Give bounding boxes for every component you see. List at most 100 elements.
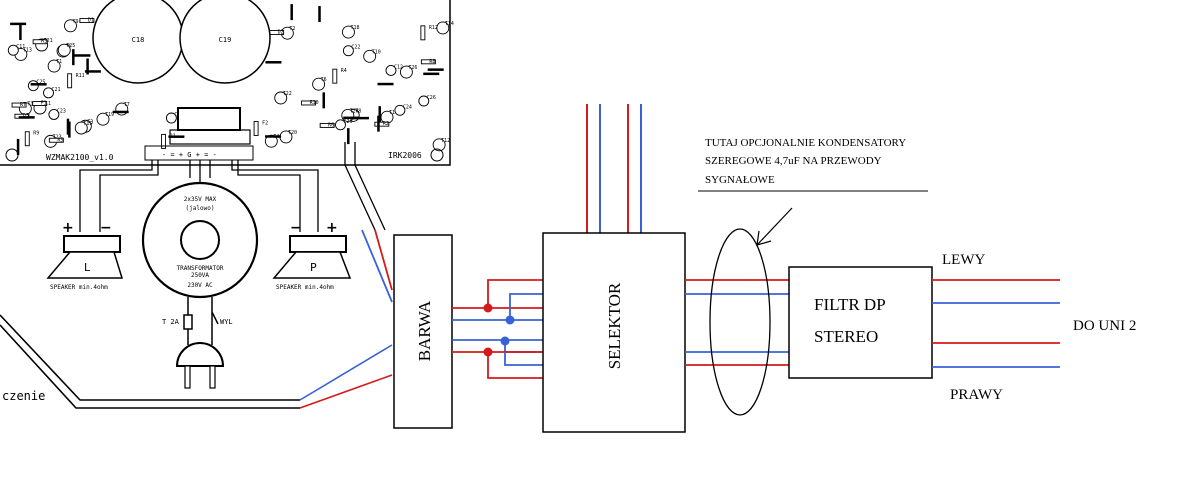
pcb-component-label: T21 xyxy=(44,38,53,44)
selektor-filtr-wires xyxy=(685,279,789,366)
pcb-component-t10 xyxy=(363,49,377,63)
pcb-component-f2 xyxy=(253,121,259,136)
amplifier-pcb: T1T2T3T4T5T6T7T8T9T10T11T12T13T14T15T16T… xyxy=(0,0,454,166)
pcb-component-label: C24 xyxy=(403,104,412,110)
pcb-component-label: T12 xyxy=(441,138,450,144)
pcb-component-label: T9 xyxy=(72,19,78,25)
pcb-component-t19 xyxy=(96,112,110,126)
pcb-component-t22 xyxy=(274,91,288,105)
pcb-component-c21 xyxy=(43,87,54,99)
barwa-block: BARWA xyxy=(393,234,453,429)
pcb-component-t1 xyxy=(47,59,61,73)
fuse-label: T 2A xyxy=(162,318,180,326)
pcb-component-label: T14 xyxy=(445,21,454,27)
pcb-component-t12 xyxy=(432,138,446,152)
pcb-component-label: T8 xyxy=(355,108,361,114)
capacitor-c19 xyxy=(179,0,271,84)
pcb-component-label: T10 xyxy=(372,49,381,55)
pcb-trace xyxy=(84,70,101,73)
pcb-component-r3 xyxy=(32,39,48,45)
speaker-left-plus: + xyxy=(62,220,74,236)
mains-plug-icon xyxy=(175,342,225,389)
selektor-label: SELEKTOR xyxy=(605,282,624,369)
filtr-label-line2: STEREO xyxy=(814,327,878,346)
speaker-right-label: P xyxy=(310,261,317,274)
pcb-component-t6 xyxy=(312,77,326,91)
pcb-component-label: T15 xyxy=(83,121,92,127)
pcb-trace xyxy=(378,106,381,123)
selektor-inputs xyxy=(586,104,642,233)
pcb-trace xyxy=(423,72,440,76)
speaker-right-minus: − xyxy=(290,220,302,236)
pcb-trace xyxy=(19,24,22,41)
transformer-voltage: 2x35V MAX xyxy=(184,196,217,203)
svg-text:C19: C19 xyxy=(219,36,232,44)
pcb-component-label: C23 xyxy=(57,108,66,114)
pcb-trace xyxy=(112,110,129,114)
pcb-component-label: C21 xyxy=(51,87,60,93)
pcb-chip-label: IRK2006 xyxy=(388,151,422,160)
pcb-component-c24 xyxy=(394,104,406,116)
pcb-component-label: T23 xyxy=(53,134,62,140)
pcb-component-label: C11 xyxy=(16,44,25,50)
pcb-component-label: R11 xyxy=(76,73,85,79)
output-wires xyxy=(932,279,1060,368)
pcb-trace xyxy=(68,121,71,138)
heatsink xyxy=(177,107,241,131)
pcb-component-t15 xyxy=(74,121,88,135)
transformer-idle: (jalowo) xyxy=(186,205,215,212)
pcb-trace xyxy=(347,128,350,145)
pcb-component-c13 xyxy=(165,112,177,124)
note-line-3: SYGNAŁOWE xyxy=(705,174,775,186)
pcb-component-label: R12 xyxy=(429,25,438,31)
pcb-component-label: C25 xyxy=(36,80,45,86)
pcb-component-label: D2 xyxy=(278,30,284,36)
pcb-wires xyxy=(79,142,386,232)
transformer: 2x35V MAX (jalowo) TRANSFORMATOR 250VA 2… xyxy=(141,181,259,299)
output-destination-label: DO UNI 2 xyxy=(1073,318,1136,334)
pcb-component-label: T26 xyxy=(408,65,417,71)
speaker-left-minus: − xyxy=(100,220,112,236)
pcb-component-r1 xyxy=(161,133,167,149)
pcb-component-label: T24 xyxy=(350,108,359,114)
pcb-component-c23 xyxy=(48,109,60,120)
pcb-connector-strip xyxy=(144,145,254,161)
pcb-trace xyxy=(318,6,321,23)
pcb-component-label: C12 xyxy=(394,64,403,70)
speaker-left: L + − SPEAKER min.4ohm xyxy=(46,220,124,291)
pcb-component-c11 xyxy=(7,44,19,56)
speaker-right-caption: SPEAKER min.4ohm xyxy=(276,284,334,291)
pcb-component-f1 xyxy=(32,101,48,106)
pcb-component-d1 xyxy=(79,18,95,24)
pcb-trace xyxy=(427,68,444,71)
pcb-component-t4 xyxy=(264,134,278,148)
mains-wiring xyxy=(183,297,219,345)
barwa-selektor-wires xyxy=(452,279,543,379)
transformer-power: 250VA xyxy=(191,272,209,279)
pcb-trace xyxy=(290,4,293,21)
pcb-component-label: C20 xyxy=(343,119,352,125)
pcb-component-r2 xyxy=(374,121,390,127)
pcb-component-label: T25 xyxy=(66,43,75,49)
pcb-component-label: T1 xyxy=(56,59,62,65)
pcb-component-c22 xyxy=(342,45,354,57)
pcb-component-label: T19 xyxy=(105,112,114,118)
pcb-trace xyxy=(66,118,70,135)
switch-label: WYL xyxy=(220,318,233,326)
pcb-component-r11 xyxy=(67,73,73,89)
pcb-component-label: T13 xyxy=(23,47,32,53)
note-line-2: SZEREGOWE 4,7uF NA PRZEWODY xyxy=(705,155,882,167)
input-cable xyxy=(0,314,393,409)
pcb-trace xyxy=(168,135,185,138)
pcb-component-r8 xyxy=(420,59,436,65)
pcb-component-c12 xyxy=(385,65,397,76)
speaker-left-label: L xyxy=(84,261,91,274)
pcb-component-label: T16 xyxy=(389,110,398,116)
svg-text:- = + G + = -: - = + G + = - xyxy=(162,151,217,159)
pcb-trace xyxy=(16,138,20,155)
pcb-component-r9 xyxy=(24,131,30,147)
pcb-component-label: D1 xyxy=(88,18,94,24)
pcb-trace xyxy=(377,115,380,132)
pcb-component-c26 xyxy=(418,95,430,107)
